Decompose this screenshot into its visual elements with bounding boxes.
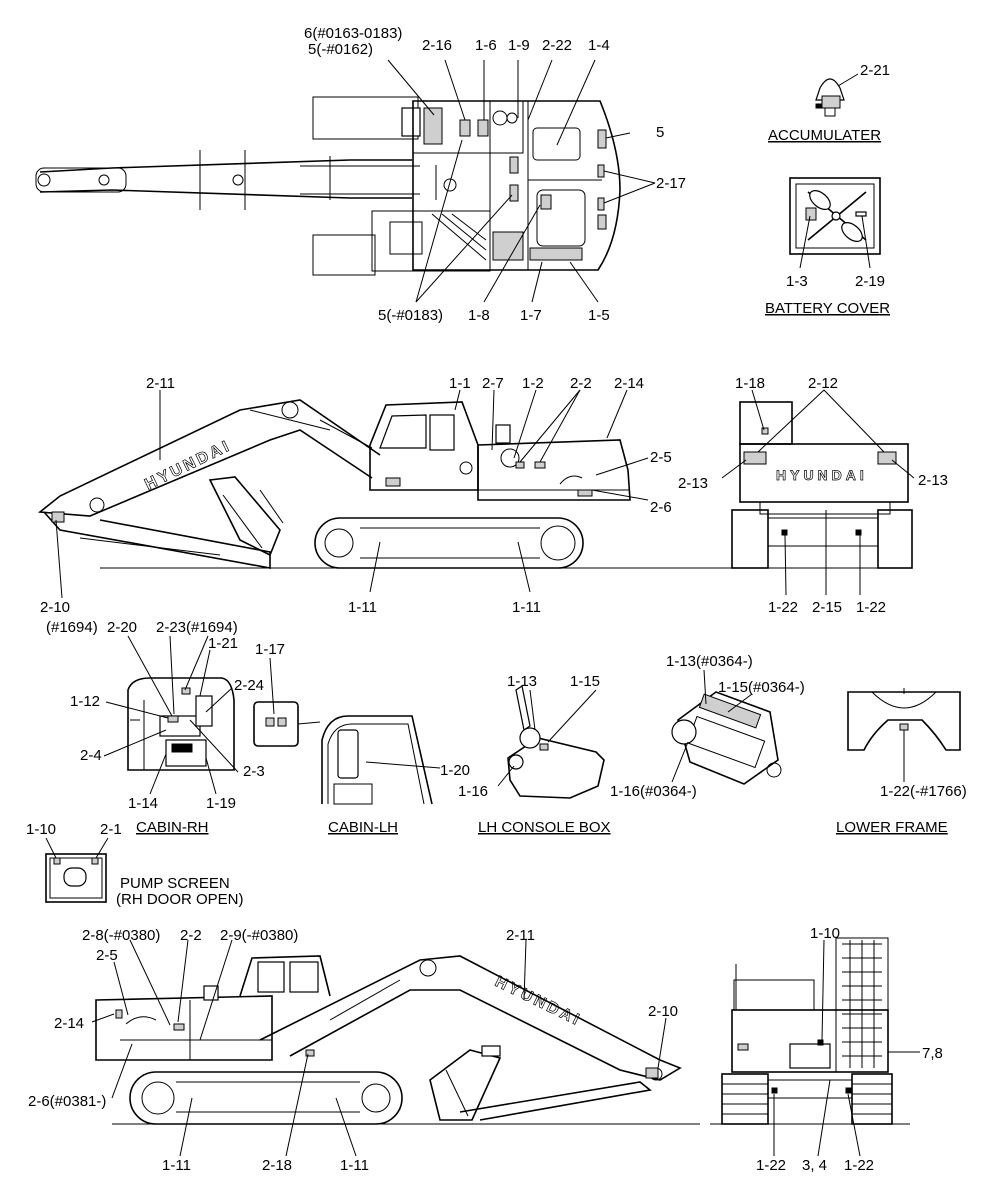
label: 2-2 (180, 927, 202, 944)
label: 2-23(#1694) (156, 619, 238, 636)
front-view: 1-10 7,8 1-22 3, 4 1-22 (710, 925, 943, 1174)
label: 2-19 (855, 273, 885, 290)
label: 2-15 (812, 599, 842, 616)
label: 1-22(-#1766) (880, 783, 967, 800)
label: 1-11 (162, 1157, 191, 1174)
side-view-lh: HYUNDAI 2-11 1-1 2-7 1-2 2-2 2-14 2-5 2-… (37, 375, 906, 616)
label: 2-12 (808, 375, 838, 392)
label: 1-22 (768, 599, 798, 616)
label: 1-18 (735, 375, 765, 392)
label: 1-7 (520, 307, 542, 324)
rear-view: HYUNDAI 1-18 2-12 2-13 2-13 1-22 2-15 1-… (678, 375, 948, 616)
label: 2-14 (54, 1015, 84, 1032)
label: 2-13 (918, 472, 948, 489)
label: 1-21 (208, 635, 238, 652)
label: 1-16 (458, 783, 488, 800)
pump-screen-detail: 1-10 2-1 PUMP SCREEN (RH DOOR OPEN) (26, 821, 244, 908)
label: 2-21 (860, 62, 890, 79)
label: 1-11 (340, 1157, 369, 1174)
caption-lower-frame: LOWER FRAME (836, 819, 948, 836)
label: 1-17 (255, 641, 285, 658)
accumulater-detail: 2-21 ACCUMULATER (768, 62, 890, 144)
label: 1-15(#0364-) (718, 679, 805, 696)
label: 1-22 (856, 599, 886, 616)
label: 1-16(#0364-) (610, 783, 697, 800)
label: 2-20 (107, 619, 137, 636)
lower-frame-detail: 1-22(-#1766) LOWER FRAME (836, 688, 967, 836)
caption-battery-cover: BATTERY COVER (765, 300, 890, 317)
brand-decal: HYUNDAI (776, 467, 868, 483)
label: 7,8 (922, 1045, 943, 1062)
label: 5(-#0162) (308, 41, 373, 58)
label: 2-2 (570, 375, 592, 392)
label: 1-1 (449, 375, 471, 392)
top-view: 6(#0163-0183) 5(-#0162) 2-16 1-6 1-9 2-2… (35, 25, 686, 324)
label: 1-13 (507, 673, 537, 690)
label: 1-15 (570, 673, 600, 690)
cabin-lh-detail: 1-17 1-20 CABIN-LH (253, 641, 470, 836)
label: 2-10 (648, 1003, 678, 1020)
label: 1-10 (26, 821, 56, 838)
caption-lh-console-box: LH CONSOLE BOX (478, 819, 611, 836)
label: 1-8 (468, 307, 490, 324)
label: 1-13(#0364-) (666, 653, 753, 670)
caption-pump-screen: PUMP SCREEN (120, 875, 230, 892)
label: 2-6 (650, 499, 672, 516)
label: 3, 4 (802, 1157, 827, 1174)
label: 2-4 (80, 747, 102, 764)
label: 2-9(-#0380) (220, 927, 298, 944)
label: 2-11 (146, 375, 175, 392)
label: 2-6(#0381-) (28, 1093, 106, 1110)
label: 1-14 (128, 795, 158, 812)
label: 1-19 (206, 795, 236, 812)
cabin-rh-detail: (#1694) 2-20 2-23(#1694) 1-21 1-12 2-24 … (46, 619, 265, 836)
label: 2-3 (243, 763, 265, 780)
label: 1-11 (348, 599, 377, 616)
caption-cabin-lh: CABIN-LH (328, 819, 398, 836)
label: 2-24 (234, 677, 264, 694)
brand-decal: HYUNDAI (142, 437, 234, 493)
label: 2-14 (614, 375, 644, 392)
label: 5(-#0183) (378, 307, 443, 324)
caption-pump-screen-note: (RH DOOR OPEN) (116, 891, 244, 908)
label: 2-22 (542, 37, 572, 54)
label: 6(#0163-0183) (304, 25, 402, 42)
lh-console-box-variant: 1-13(#0364-) 1-15(#0364-) 1-16(#0364-) (610, 653, 805, 800)
label: 1-6 (475, 37, 497, 54)
label: 2-17 (656, 175, 686, 192)
label: (#1694) (46, 619, 98, 636)
label: 1-20 (440, 762, 470, 779)
label: 2-18 (262, 1157, 292, 1174)
label: 1-3 (786, 273, 808, 290)
label: 1-11 (512, 599, 541, 616)
caption-accumulater: ACCUMULATER (768, 127, 881, 144)
label: 1-22 (756, 1157, 786, 1174)
label: 2-1 (100, 821, 122, 838)
label: 1-5 (588, 307, 610, 324)
label: 2-8(-#0380) (82, 927, 160, 944)
caption-cabin-rh: CABIN-RH (136, 819, 209, 836)
label: 2-7 (482, 375, 504, 392)
side-view-rh: HYUNDAI 2-8(-#0380) 2-2 2-9(-#0380) 2-5 … (28, 927, 700, 1174)
label: 1-12 (70, 693, 100, 710)
label: 5 (656, 124, 664, 141)
label: 1-9 (508, 37, 530, 54)
label: 1-22 (844, 1157, 874, 1174)
label: 2-5 (650, 449, 672, 466)
label: 1-10 (810, 925, 840, 942)
label: 2-5 (96, 947, 118, 964)
label: 1-2 (522, 375, 544, 392)
label: 1-4 (588, 37, 610, 54)
brand-decal: HYUNDAI (492, 973, 584, 1029)
battery-cover-detail: 1-3 2-19 BATTERY COVER (765, 177, 890, 317)
label: 2-11 (506, 927, 535, 944)
label: 2-10 (40, 599, 70, 616)
label: 2-16 (422, 37, 452, 54)
lh-console-box-detail: 1-13 1-15 1-16 LH CONSOLE BOX (458, 673, 611, 836)
label: 2-13 (678, 475, 708, 492)
